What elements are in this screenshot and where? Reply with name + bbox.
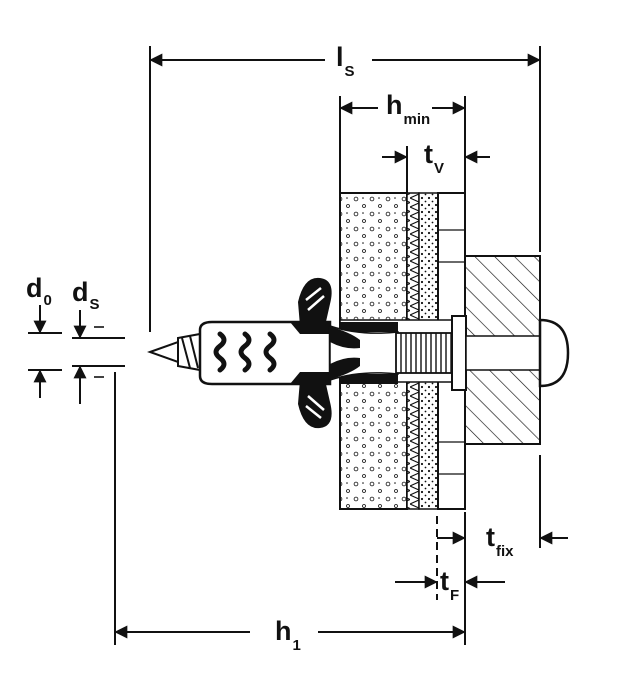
tf-label-sub: F <box>450 587 459 604</box>
dimension-tf: tF <box>395 566 505 604</box>
d0-label-main: d <box>26 273 43 303</box>
dimension-tv: tV <box>382 139 490 192</box>
tfix-label-main: t <box>486 522 495 552</box>
svg-text:hmin: hmin <box>386 90 430 128</box>
ds-label-main: d <box>72 277 89 307</box>
svg-text:tV: tV <box>424 139 444 177</box>
d0-label-sub: 0 <box>44 292 52 309</box>
plug <box>147 277 399 429</box>
tv-label-main: t <box>424 139 433 169</box>
svg-text:h1: h1 <box>275 616 301 654</box>
ds-label-sub: S <box>90 296 100 313</box>
ls-label-main: l <box>336 42 344 72</box>
svg-text:dS: dS <box>72 277 100 313</box>
dimension-ls: lS <box>149 42 541 332</box>
tv-label-sub: V <box>434 160 444 177</box>
hmin-label-sub: min <box>404 111 431 128</box>
svg-text:d0: d0 <box>26 273 52 309</box>
tfix-label-sub: fix <box>496 543 514 560</box>
h1-label-main: h <box>275 616 292 646</box>
screw <box>395 315 570 391</box>
svg-text:tfix: tfix <box>486 522 514 560</box>
svg-text:tF: tF <box>440 566 459 604</box>
dimension-hmin: hmin <box>339 90 466 192</box>
hmin-label-main: h <box>386 90 403 120</box>
dimension-tfix: tfix <box>436 455 568 600</box>
ls-label-sub: S <box>345 63 355 80</box>
dimension-diameters: d0 dS <box>26 273 125 404</box>
h1-label-sub: 1 <box>293 637 301 654</box>
svg-text:lS: lS <box>336 42 355 80</box>
tf-label-main: t <box>440 566 449 596</box>
